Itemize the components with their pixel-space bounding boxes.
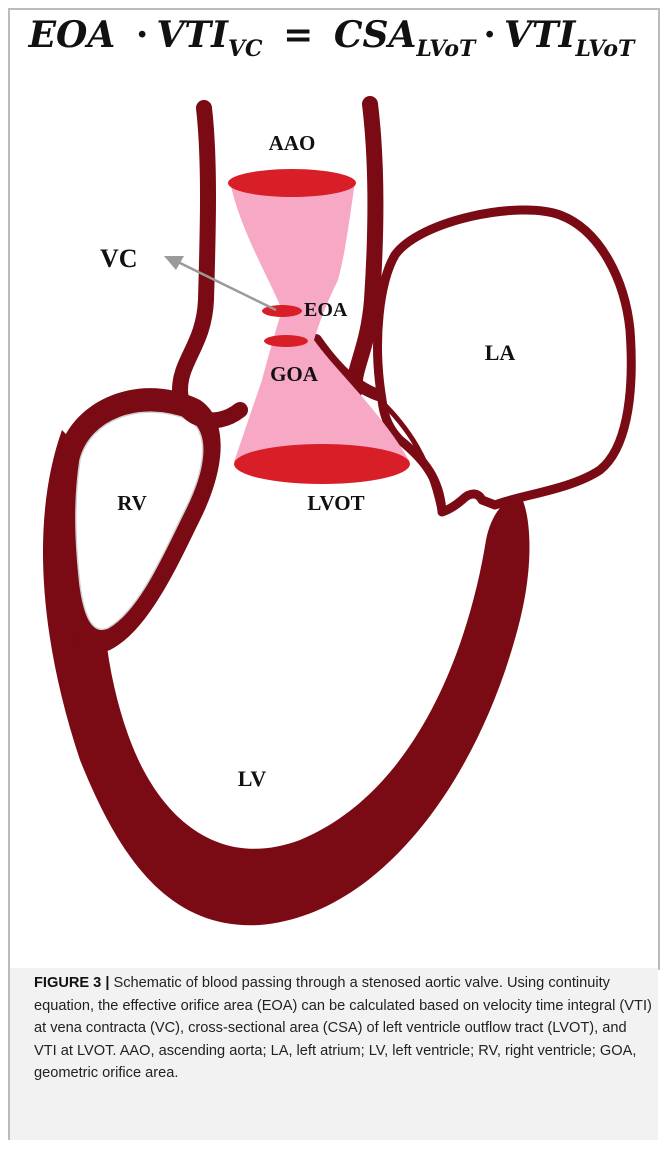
caption-panel: FIGURE 3 | Schematic of blood passing th… xyxy=(8,968,658,1140)
vc-arrow-line xyxy=(178,262,276,310)
label-lv: LV xyxy=(238,766,267,791)
label-vc: VC xyxy=(100,244,138,273)
lvot-orifice xyxy=(234,444,410,484)
label-lvot: LVOT xyxy=(307,491,364,515)
label-la: LA xyxy=(485,340,516,365)
figure-caption: FIGURE 3 | Schematic of blood passing th… xyxy=(34,972,652,1085)
aorta-left-wall xyxy=(180,108,240,420)
aorta-right-wall xyxy=(355,104,376,390)
caption-text: Schematic of blood passing through a ste… xyxy=(34,975,652,1081)
goa-orifice xyxy=(264,335,308,347)
label-rv: RV xyxy=(117,491,147,515)
label-aao: AAO xyxy=(269,131,316,155)
heart-diagram: AAO VC EOA GOA LA RV LVOT LV xyxy=(0,0,663,980)
aao-orifice xyxy=(228,169,356,197)
label-eoa: EOA xyxy=(304,299,348,321)
label-goa: GOA xyxy=(270,362,319,386)
caption-label: FIGURE 3 | xyxy=(34,975,109,991)
